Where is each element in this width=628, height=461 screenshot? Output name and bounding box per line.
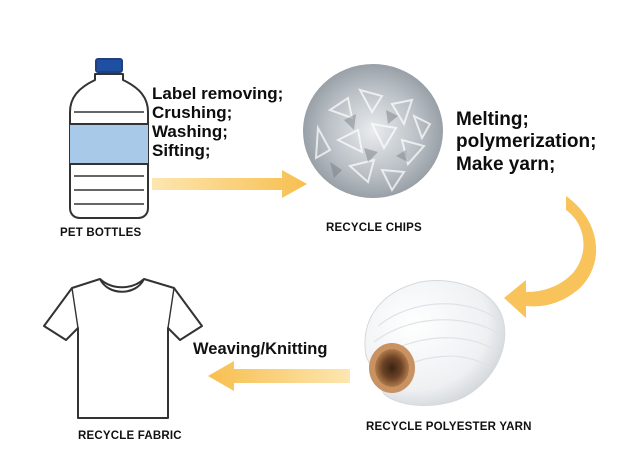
arrow-bottles-to-chips [152,170,307,198]
process-1-steps: Label removing; Crushing; Washing; Sifti… [152,84,283,160]
bottle-icon [69,58,149,219]
recycle-chips-label: RECYCLE CHIPS [326,222,422,234]
process-2-step: polymerization; [456,131,597,153]
process-2-steps: Melting; polymerization; Make yarn; [456,109,596,176]
process-1-step: Label removing; [152,84,284,103]
recycle-fabric-label: RECYCLE FABRIC [78,430,182,442]
arrow-yarn-to-fabric [208,361,350,391]
process-1-step: Sifting; [152,141,211,161]
process-1-step: Crushing; [152,103,233,123]
arrow-chips-to-yarn [504,196,597,318]
process-3-step: Weaving/Knitting [193,340,328,358]
recycle-polyester-yarn-label: RECYCLE POLYESTER YARN [366,421,532,433]
pet-bottles-label: PET BOTTLES [60,227,142,239]
chips-image [303,64,443,198]
tshirt-icon [43,278,203,419]
process-2-step: Melting; [456,109,529,130]
process-1-step: Washing; [152,122,228,142]
yarn-spool-image [364,280,506,406]
process-2-step: Make yarn; [456,153,556,175]
